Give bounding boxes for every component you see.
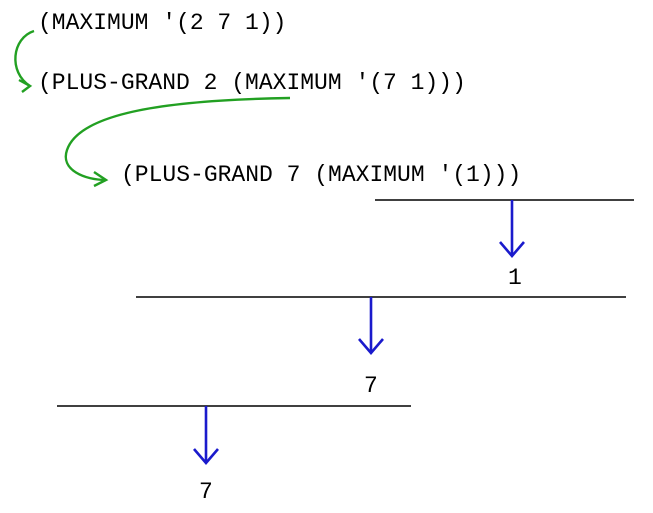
result-arrow-3 — [193, 406, 219, 465]
result-value-2: 7 — [364, 373, 378, 399]
expansion-arrow-2 — [64, 96, 291, 188]
expansion-arrow-1 — [14, 29, 35, 93]
expression-line-2: (PLUS-GRAND 2 (MAXIMUM '(7 1))) — [38, 70, 466, 96]
result-arrow-1 — [499, 200, 525, 258]
expression-line-3: (PLUS-GRAND 7 (MAXIMUM '(1))) — [121, 162, 521, 188]
expression-line-1: (MAXIMUM '(2 7 1)) — [38, 10, 286, 36]
result-value-3: 7 — [199, 479, 213, 505]
result-value-1: 1 — [508, 265, 522, 291]
result-arrow-2 — [358, 297, 384, 355]
